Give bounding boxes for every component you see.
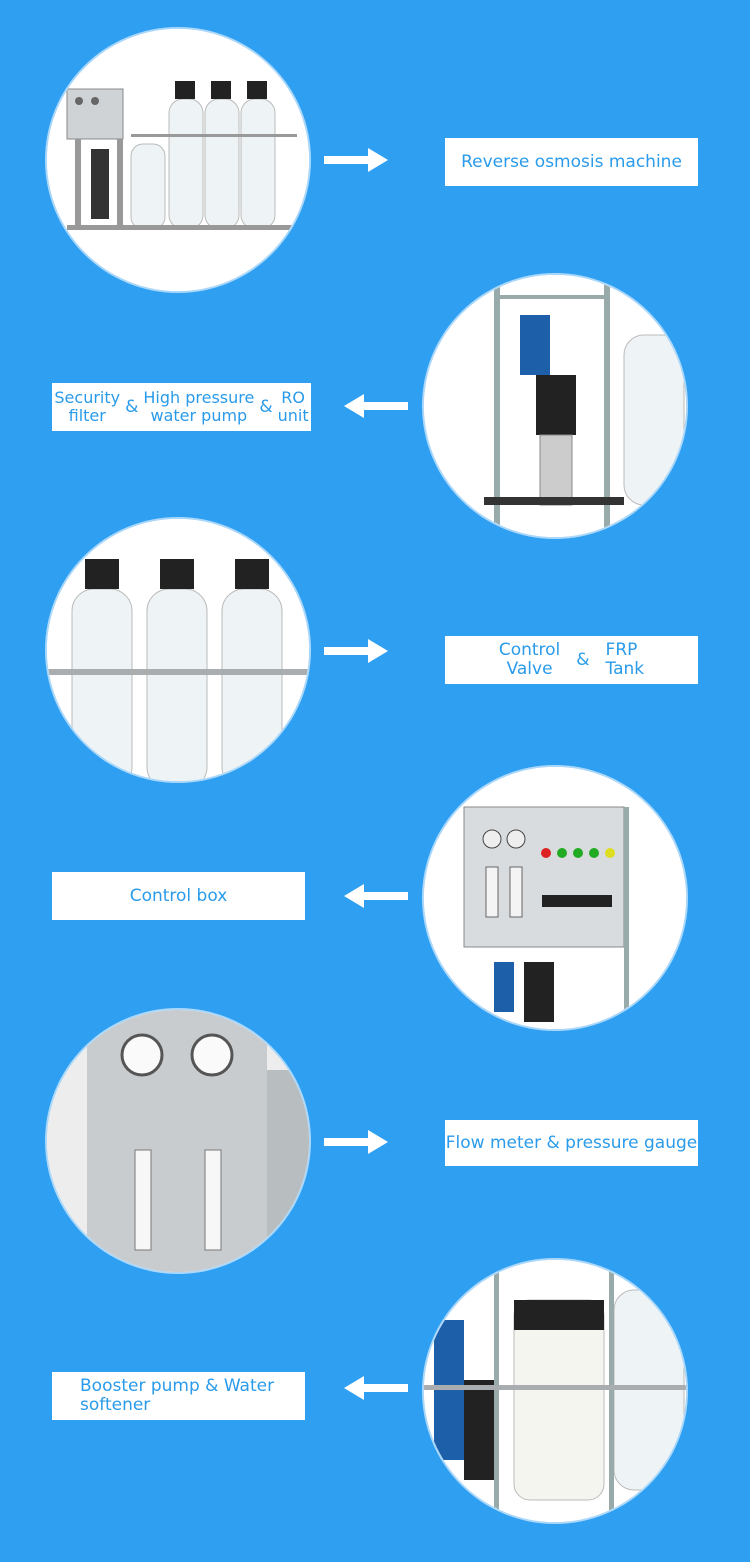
section-label: Flow meter & pressure gauge [445,1120,698,1166]
section-label-part: Security filter [54,388,121,425]
section-label-part: FRP Tank [605,640,645,679]
ampersand: & [125,397,139,417]
arrow-left-icon [342,392,410,420]
section-label-part: RO unit [277,388,309,425]
section-label-text: Reverse osmosis machine [461,151,682,172]
arrow-right-icon [322,637,390,665]
booster-softener-photo [424,1260,686,1522]
section-label-part: Control Valve [498,640,561,679]
arrow-right-icon [322,1128,390,1156]
section-label: Security filter & High pressure water pu… [52,383,311,431]
arrow-right-icon [322,146,390,174]
section-label-text: Flow meter & pressure gauge [445,1132,698,1153]
flow-meter-photo [47,1010,309,1272]
ampersand: & [259,397,273,417]
arrow-left-icon [342,1374,410,1402]
ampersand: & [576,649,590,670]
control-box-photo [424,767,686,1029]
arrow-left-icon [342,882,410,910]
section-label: Booster pump & Water softener [52,1372,305,1420]
section-label-part: High pressure water pump [143,388,255,425]
valve-tank-photo [47,519,309,781]
ro-machine-photo [47,29,309,291]
section-label-text: Control box [129,885,228,906]
section-label: Reverse osmosis machine [445,138,698,186]
section-label: Control box [52,872,305,920]
section-label-text: Booster pump & Water softener [80,1376,275,1415]
section-label: Control Valve & FRP Tank [445,636,698,684]
pump-filter-photo [424,275,686,537]
